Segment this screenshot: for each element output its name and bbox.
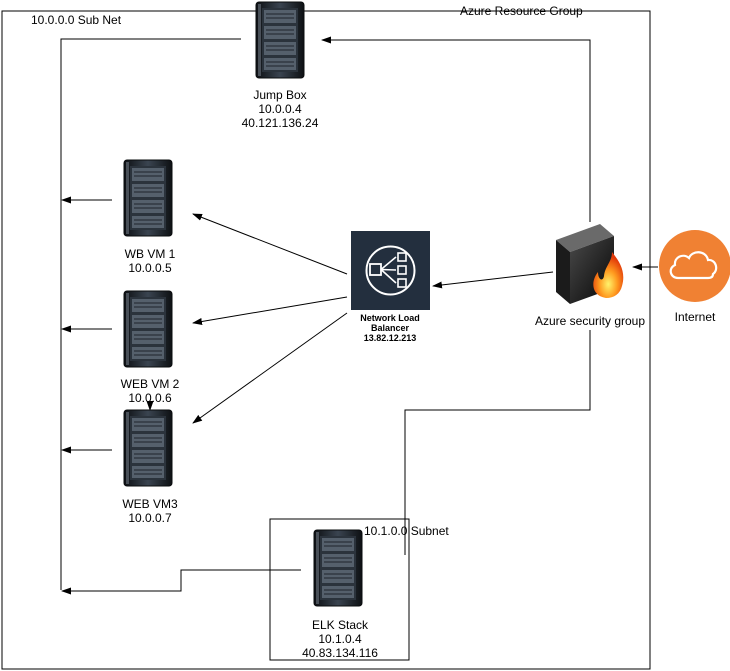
- web-vm2-server-icon: [123, 290, 173, 368]
- jump-box-name: Jump Box: [253, 88, 307, 102]
- load-balancer-ip: 13.82.12.213: [363, 333, 417, 343]
- web-vm1-server-icon: [123, 159, 173, 237]
- elk-private-ip: 10.1.0.4: [318, 632, 362, 646]
- arrow-lb-to-vm2: [192, 296, 348, 325]
- arrow-lb-to-vm3: [192, 312, 348, 424]
- internet-label: Internet: [674, 310, 716, 324]
- web-vm2-ip: 10.0.0.6: [128, 391, 172, 405]
- sg-to-elk-line: [404, 330, 591, 555]
- subnet-b-label: 10.1.0.0 Subnet: [364, 524, 449, 538]
- web-vm3-name: WEB VM3: [122, 497, 178, 511]
- arrow-sg-to-jumpbox: [321, 36, 591, 222]
- elk-label: ELK Stack 10.1.0.4 40.83.134.116: [280, 618, 400, 660]
- arrow-lb-to-vm1: [192, 213, 348, 275]
- elk-server-icon: [313, 529, 363, 607]
- jump-box-private-ip: 10.0.0.4: [258, 102, 302, 116]
- security-group-label: Azure security group: [534, 314, 646, 328]
- web-vm1-name: WB VM 1: [124, 247, 176, 261]
- web-vm2-name: WEB VM 2: [120, 377, 180, 391]
- jump-box-server-icon: [255, 1, 305, 79]
- subnet-b-boundary: [269, 518, 410, 661]
- resource-group-boundary: [1, 10, 651, 670]
- arrow-elk-to-bus: [61, 569, 301, 595]
- subnet-a-label: 10.0.0.0 Sub Net: [31, 13, 122, 27]
- load-balancer-label: Network Load Balancer 13.82.12.213: [330, 313, 450, 343]
- load-balancer-name-1: Network Load: [360, 313, 420, 323]
- cloud-icon: [659, 230, 730, 302]
- jump-box-public-ip: 40.121.136.24: [241, 116, 319, 130]
- arrow-sg-to-lb: [432, 271, 554, 289]
- web-vm1-label: WB VM 1 10.0.0.5: [90, 247, 210, 275]
- subnet-a-bus-line: [60, 38, 241, 590]
- web-vm3-ip: 10.0.0.7: [128, 511, 172, 525]
- firewall-icon: [556, 224, 624, 304]
- resource-group-label: Azure Resource Group: [460, 4, 583, 18]
- load-balancer-icon: [351, 231, 430, 310]
- elk-name: ELK Stack: [311, 618, 369, 632]
- load-balancer-name-2: Balancer: [370, 323, 410, 333]
- web-vm3-label: WEB VM3 10.0.0.7: [90, 497, 210, 525]
- web-vm2-label: WEB VM 2 10.0.0.6: [90, 377, 210, 405]
- web-vm3-server-icon: [123, 409, 173, 487]
- web-vm1-ip: 10.0.0.5: [128, 261, 172, 275]
- jump-box-label: Jump Box 10.0.0.4 40.121.136.24: [220, 88, 340, 130]
- elk-public-ip: 40.83.134.116: [302, 646, 378, 660]
